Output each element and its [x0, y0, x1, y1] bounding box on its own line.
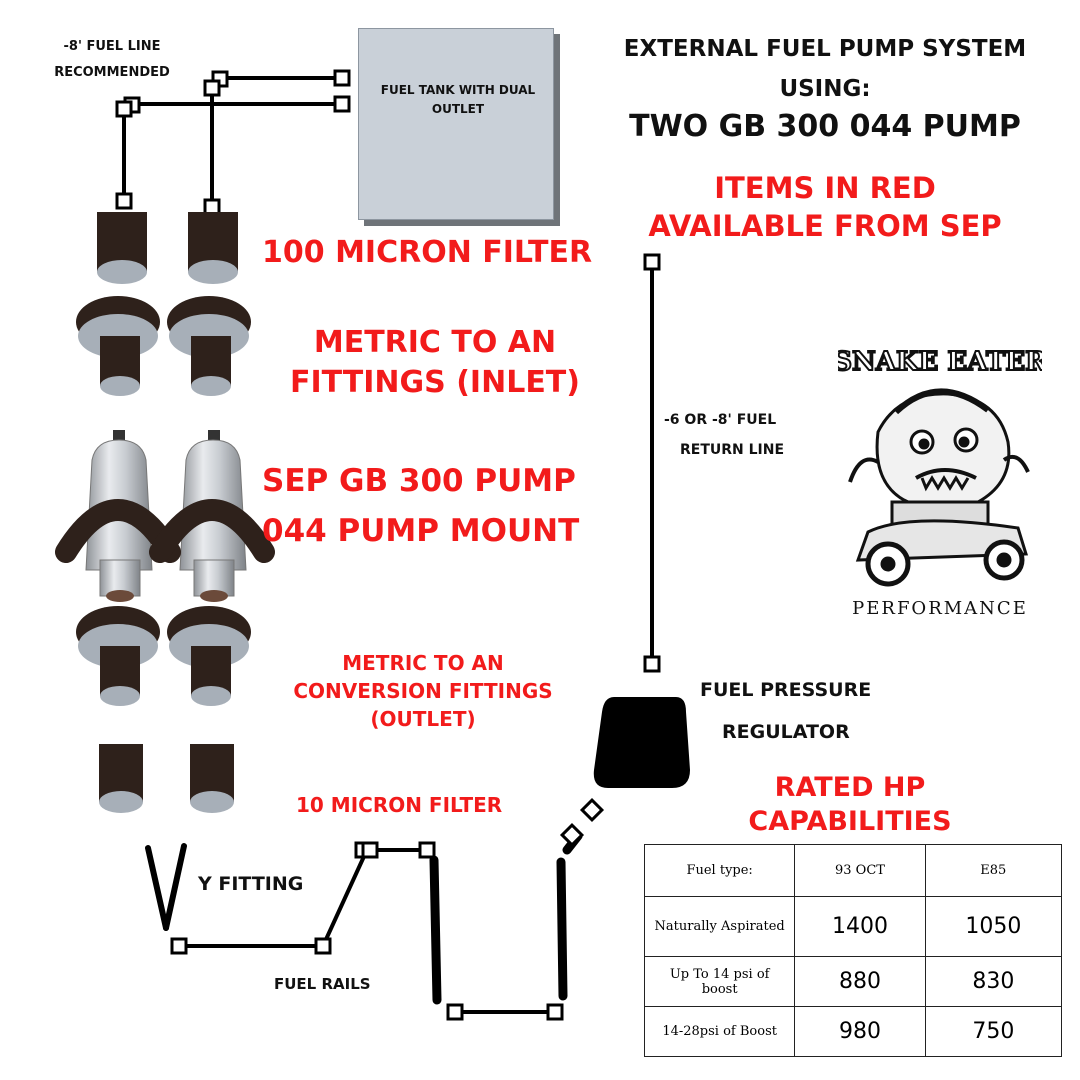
metric-outlet-label-3: (Outlet) — [370, 707, 476, 731]
logo-bottom-text: PERFORMANCE — [852, 598, 1028, 619]
hp-cell-93oct: 980 — [794, 1006, 926, 1057]
feed-line-fittings — [115, 69, 351, 216]
note-line-2: available from SEP — [648, 209, 1002, 243]
filter-100-left — [97, 212, 147, 284]
y-fitting — [145, 843, 187, 931]
regulator-label-2: regulator — [722, 721, 850, 743]
table-row: Up To 14 psi of boost 880 830 — [643, 956, 1063, 1007]
snake-eater-logo: SNAKE EATER PERFORMANCE — [838, 346, 1042, 619]
outlet-fitting-right — [167, 606, 251, 706]
inlet-fitting-right — [167, 296, 251, 396]
filter-10-right — [190, 744, 234, 813]
hp-header-93oct: 93 OCT — [794, 844, 926, 897]
filter-10-label: 10 micron filter — [296, 793, 503, 817]
hp-row-label: Naturally Aspirated — [643, 896, 796, 957]
hp-cell-e85: 1050 — [924, 896, 1063, 957]
title-line-1: External fuel pump system — [623, 36, 1027, 62]
fuel-rails-label: Fuel rails — [274, 975, 371, 993]
feed-lines — [122, 76, 343, 206]
hp-cell-e85: 830 — [924, 956, 1063, 1007]
hp-cell-93oct: 880 — [794, 956, 926, 1007]
hp-header-row: Fuel type: 93 OCT E85 — [643, 844, 1063, 897]
metric-inlet-label-1: Metric to AN — [313, 325, 557, 360]
fuel-rails — [429, 831, 583, 1005]
return-line-label-2: return line — [680, 442, 785, 458]
fuel-tank: Fuel tank with dual outlet — [358, 28, 554, 220]
filter-100-label: 100 Micron filter — [262, 235, 593, 270]
fuel-tank-label: Fuel tank with dual outlet — [380, 83, 536, 117]
hp-header-e85: E85 — [924, 844, 1063, 897]
fuel-pressure-regulator — [593, 697, 690, 788]
metric-outlet-label-1: Metric to AN — [342, 651, 504, 675]
outlet-fitting-left — [76, 606, 160, 706]
filter-10-left — [99, 744, 143, 813]
hp-row-label: 14-28psi of Boost — [643, 1006, 796, 1057]
metric-inlet-label-2: fittings (Inlet) — [290, 365, 580, 400]
hp-cell-93oct: 1400 — [794, 896, 926, 957]
regulator-label-1: Fuel pressure — [700, 679, 872, 701]
pump-label-1: SEP GB 300 pump — [262, 463, 576, 499]
logo-top-text: SNAKE EATER — [838, 347, 1042, 377]
table-row: 14-28psi of Boost 980 750 — [643, 1006, 1063, 1057]
hp-header-fuel-type: Fuel type: — [643, 844, 796, 897]
fuel-line-label-2: recommended — [54, 65, 170, 80]
hp-row-label: Up To 14 psi of boost — [643, 956, 796, 1007]
hp-cell-e85: 750 — [924, 1006, 1063, 1057]
title-line-2: using: — [779, 76, 871, 102]
inlet-fitting-left — [76, 296, 160, 396]
logo-illustration — [848, 388, 1030, 587]
hp-table: Fuel type: 93 OCT E85 Naturally Aspirate… — [643, 844, 1063, 1057]
fuel-line-label-1: -8' fuel line — [63, 39, 161, 54]
pump-mount-arches — [55, 499, 275, 563]
table-row: Naturally Aspirated 1400 1050 — [643, 896, 1063, 957]
note-line-1: Items in red — [714, 171, 936, 205]
filter-100-right — [188, 212, 238, 284]
pump-label-2: 044 pump mount — [262, 513, 580, 549]
hp-title-1: rated HP — [774, 772, 926, 803]
hp-title-2: capabilities — [748, 806, 952, 837]
title-line-3: two GB 300 044 pump — [629, 109, 1021, 144]
supply-fittings — [170, 253, 661, 1021]
return-line-label-1: -6 or -8' fuel — [664, 412, 777, 428]
metric-outlet-label-2: conversion fittings — [293, 679, 553, 703]
y-fitting-label: Y Fitting — [198, 873, 304, 895]
